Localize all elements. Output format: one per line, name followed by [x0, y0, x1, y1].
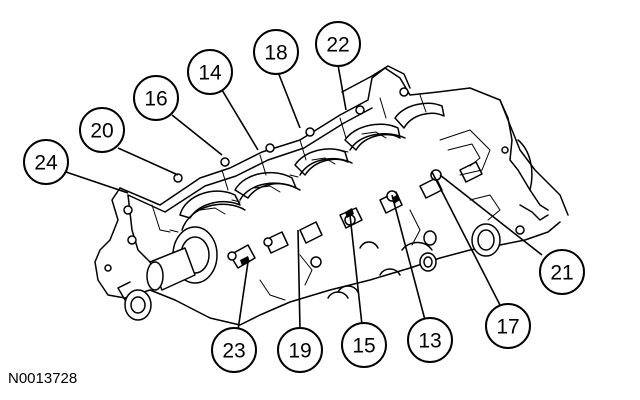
leader-14	[221, 89, 259, 151]
callout-label: 19	[288, 340, 311, 363]
callout-label: 14	[198, 62, 222, 85]
leader-17	[431, 171, 501, 306]
leader-22	[337, 64, 347, 111]
bearing-saddles	[179, 102, 445, 231]
callout-22: 22	[315, 21, 361, 67]
callout-18: 18	[253, 29, 299, 75]
leader-16	[171, 114, 223, 156]
callout-13: 13	[407, 317, 453, 363]
callout-label: 16	[144, 88, 167, 111]
callout-label: 17	[496, 316, 519, 339]
callout-19: 19	[277, 327, 323, 373]
callout-17: 17	[485, 303, 531, 349]
leader-23	[237, 261, 249, 331]
callout-label: 23	[222, 340, 245, 363]
leader-21	[439, 174, 543, 256]
callout-label: 18	[264, 42, 287, 65]
callout-15: 15	[341, 322, 387, 368]
callout-14: 14	[187, 49, 233, 95]
block-ribs	[151, 94, 501, 301]
callout-24: 24	[23, 139, 69, 185]
callout-label: 20	[90, 120, 113, 143]
bearing-shells	[327, 241, 433, 299]
leader-15	[349, 214, 363, 326]
figure-id: N0013728	[8, 370, 78, 387]
callout-20: 20	[79, 107, 125, 153]
callout-label: 13	[418, 330, 441, 353]
leader-20	[117, 147, 179, 176]
block-holes	[104, 87, 525, 272]
leader-24	[65, 171, 129, 194]
callout-23: 23	[211, 327, 257, 373]
leader-18	[277, 71, 301, 129]
callout-16: 16	[133, 75, 179, 121]
callout-label: 22	[326, 34, 349, 57]
callout-21: 21	[539, 249, 585, 295]
leader-13	[391, 194, 426, 321]
leader-lines	[65, 64, 543, 331]
leader-19	[297, 229, 301, 331]
crankshaft-snout	[117, 226, 218, 321]
callout-label: 24	[34, 152, 58, 175]
callouts: 24 20 16 14 18 22 21 17	[23, 21, 585, 373]
callout-label: 21	[550, 262, 573, 285]
right-side-seals	[419, 223, 501, 272]
callout-label: 15	[352, 335, 375, 358]
